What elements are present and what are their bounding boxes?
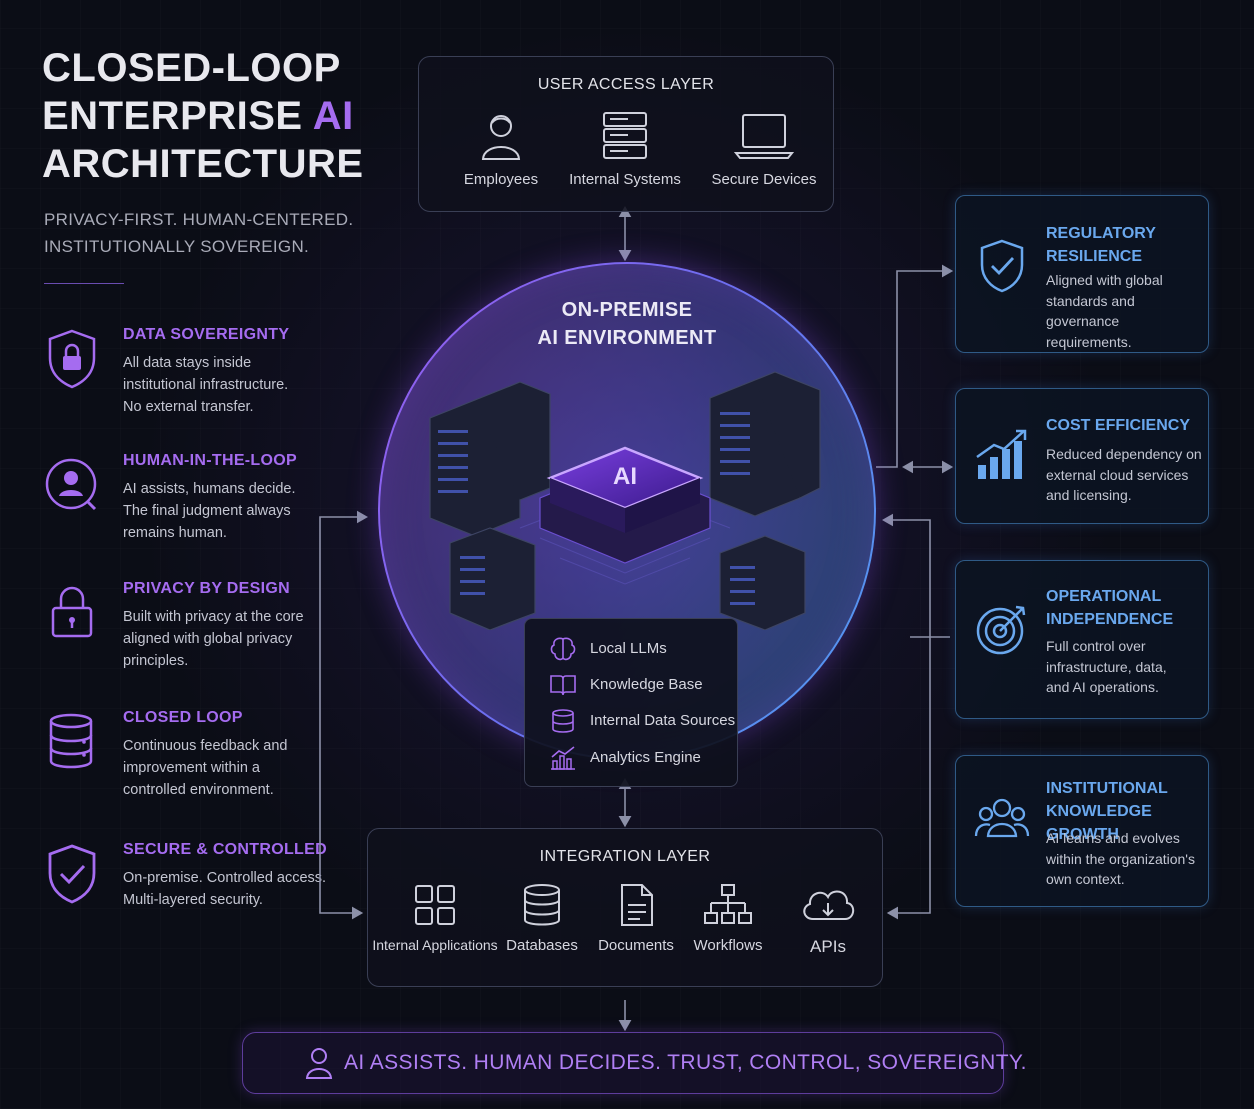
growth-chart-icon — [976, 429, 1027, 479]
feature-human-in-the-loop: HUMAN-IN-THE-LOOP AI assists, humans dec… — [44, 452, 334, 562]
tagline-text: AI ASSISTS. HUMAN DECIDES. TRUST, CONTRO… — [344, 1051, 1027, 1074]
ai-chip-label: AI — [613, 463, 637, 490]
feature-secure-controlled: SECURE & CONTROLLED On-premise. Controll… — [44, 841, 334, 951]
cloud-icon — [803, 890, 855, 920]
employee-icon — [481, 115, 521, 160]
analytics-icon — [551, 746, 575, 770]
integration-workflows: Workflows — [686, 883, 770, 954]
user-access-title: USER ACCESS LAYER — [537, 76, 715, 93]
integration-documents: Documents — [594, 883, 678, 954]
database-icon — [552, 709, 574, 733]
user-access-secure-devices: Secure Devices — [709, 111, 819, 188]
brain-icon — [550, 637, 576, 661]
padlock-icon — [51, 586, 93, 638]
ai-datacenter-illustration: AI — [429, 371, 821, 630]
title-accent: AI — [312, 94, 354, 138]
title-divider — [44, 283, 124, 284]
server-stack-icon — [603, 112, 647, 159]
shield-check-icon — [48, 844, 96, 904]
user-access-layer: USER ACCESS LAYER Employees Internal Sys… — [418, 56, 834, 212]
shield-check-icon — [980, 239, 1024, 293]
person-circle-icon — [45, 458, 97, 511]
document-icon — [621, 884, 653, 926]
feature-privacy-by-design: PRIVACY BY DESIGN Built with privacy at … — [44, 580, 334, 690]
integration-layer: INTEGRATION LAYER Internal Applications … — [367, 828, 883, 987]
people-group-icon — [974, 798, 1030, 838]
padlock-shield-icon — [48, 329, 96, 389]
database-icon — [49, 713, 93, 769]
integration-databases: Databases — [504, 883, 580, 954]
integration-internal-applications: Internal Applications — [370, 883, 500, 953]
tagline-banner: AI ASSISTS. HUMAN DECIDES. TRUST, CONTRO… — [242, 1032, 1026, 1094]
page-title: CLOSED-LOOP ENTERPRISE AI ARCHITECTURE — [42, 46, 364, 186]
book-icon — [550, 675, 576, 696]
core-components-panel: Local LLMs Knowledge Base Internal Data … — [524, 618, 738, 787]
user-access-internal-systems: Internal Systems — [565, 111, 685, 188]
target-icon — [976, 605, 1026, 655]
app-grid-icon — [415, 885, 455, 925]
database-icon — [524, 884, 560, 926]
core-title: ON-PREMISE AI ENVIRONMENT — [537, 299, 717, 349]
integration-apis: APIs — [788, 881, 868, 957]
integration-title: INTEGRATION LAYER — [539, 848, 711, 865]
workflow-icon — [704, 884, 752, 924]
user-access-employees: Employees — [451, 111, 551, 188]
laptop-icon — [734, 114, 794, 159]
page-subtitle: PRIVACY-FIRST. HUMAN-CENTERED. INSTITUTI… — [44, 210, 354, 256]
person-icon — [305, 1048, 333, 1079]
